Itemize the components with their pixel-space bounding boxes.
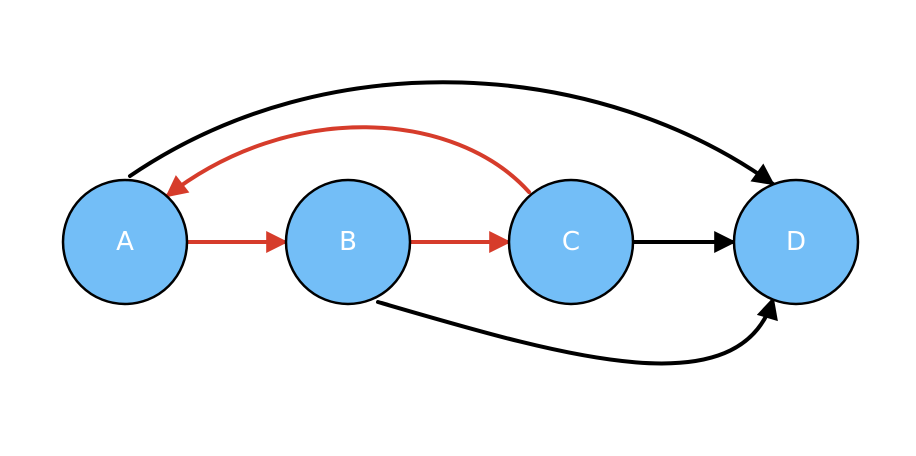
edge-a-to-d bbox=[128, 80, 775, 186]
node-d: D bbox=[732, 178, 860, 306]
node-c-label: C bbox=[562, 227, 580, 257]
node-b-label: B bbox=[339, 227, 357, 257]
nodes-layer: A B C D bbox=[61, 178, 860, 306]
node-a-label: A bbox=[116, 227, 134, 257]
edge-c-to-a bbox=[165, 125, 531, 198]
node-d-label: D bbox=[786, 227, 806, 257]
edges-layer bbox=[128, 80, 778, 366]
node-b: B bbox=[284, 178, 412, 306]
node-c: C bbox=[507, 178, 635, 306]
node-a: A bbox=[61, 178, 189, 306]
edge-b-to-d bbox=[376, 296, 778, 366]
